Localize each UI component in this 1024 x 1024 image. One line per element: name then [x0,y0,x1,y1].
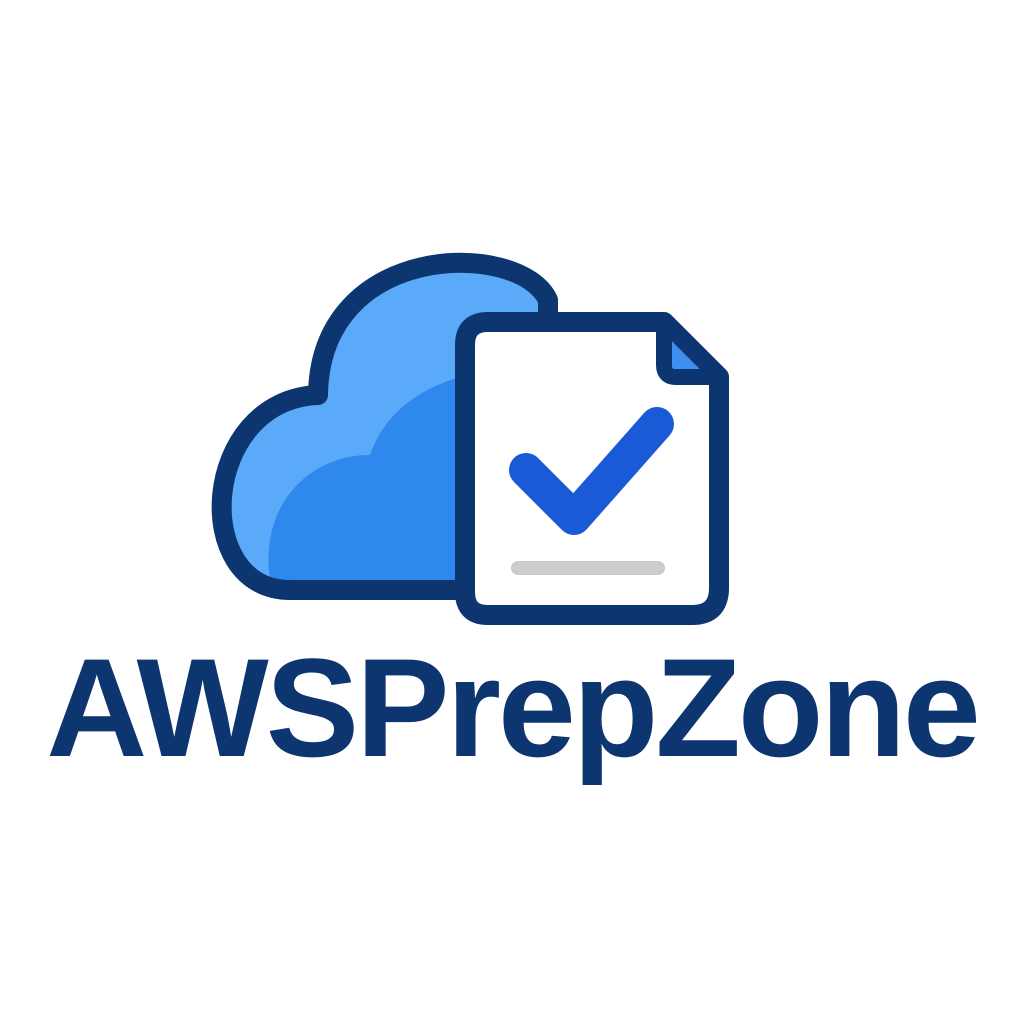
document-sheet [455,312,729,625]
cloud-outline [211,252,558,600]
brand-wordmark: AWSPrepZone [46,629,981,786]
document-fold [656,314,727,385]
checkmark-icon [509,407,674,535]
document-icon [455,312,729,625]
